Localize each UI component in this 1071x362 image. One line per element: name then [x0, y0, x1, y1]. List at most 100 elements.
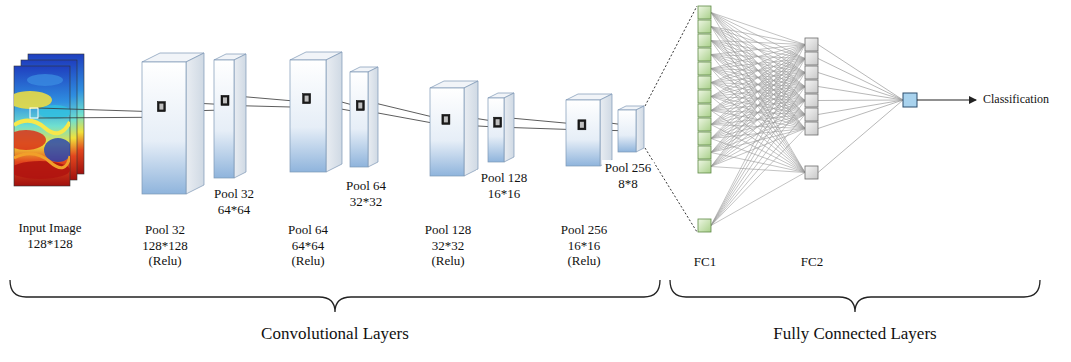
fc-brace — [670, 280, 1040, 312]
fc-connection — [711, 129, 805, 226]
fc1-unit — [698, 104, 711, 117]
block-front — [142, 62, 186, 194]
output-label: Classification — [982, 92, 1050, 106]
fc-connection — [711, 45, 805, 139]
fc1-unit — [698, 160, 711, 173]
fc2-unit — [805, 94, 818, 107]
fc1-unit — [698, 20, 711, 33]
fc-connection — [818, 45, 903, 101]
fc1-unit — [698, 118, 711, 131]
kernel-window — [444, 116, 448, 122]
conv-brace — [10, 280, 660, 312]
fc-connection — [818, 100, 903, 129]
fc-connection — [711, 115, 805, 226]
fc2-unit — [805, 52, 818, 65]
block-front — [618, 110, 636, 152]
layer-label: Pool 64 64*64 (Relu) — [276, 222, 340, 269]
fc1-unit — [698, 6, 711, 19]
layer-label: Pool 128 16*16 — [476, 170, 532, 201]
fc-connection — [818, 100, 903, 102]
block-front — [214, 60, 234, 178]
fc-connection — [711, 167, 805, 173]
layer-label: Pool 256 8*8 — [602, 160, 654, 191]
kernel-window — [159, 104, 163, 110]
fc-connection — [711, 45, 805, 111]
fc-label: FC2 — [800, 254, 824, 270]
fc-connection — [711, 45, 805, 167]
fc-connection — [711, 41, 805, 173]
block-front — [290, 60, 326, 172]
layer-label: Pool 256 16*16 (Relu) — [552, 222, 616, 269]
fc-connection — [711, 101, 805, 226]
fc-connection — [711, 59, 805, 226]
fc-connection — [711, 87, 805, 226]
layer-label: Pool 64 32*32 — [340, 178, 392, 209]
kernel-window — [30, 108, 38, 118]
fc1-unit — [698, 76, 711, 89]
block-front — [566, 100, 600, 166]
block-side — [504, 93, 514, 162]
fc-connection — [818, 100, 903, 173]
fc1-unit — [698, 90, 711, 103]
block-side — [186, 53, 204, 194]
fc-connection — [711, 45, 805, 83]
conv-blocks — [142, 52, 644, 194]
kernel-window — [221, 95, 229, 105]
flatten-line — [645, 6, 697, 106]
input-label: Input Image 128*128 — [8, 220, 92, 251]
fc-label: FC1 — [693, 254, 717, 270]
group-label: Convolutional Layers — [260, 324, 410, 344]
kernel-window — [578, 120, 586, 130]
fc1-unit — [698, 146, 711, 159]
layer-label: Pool 32 128*128 (Relu) — [133, 222, 197, 269]
fc2-unit — [805, 80, 818, 93]
fc-connection — [818, 87, 903, 101]
block-side — [600, 94, 612, 166]
fc-connection — [818, 100, 903, 115]
fc-units — [698, 6, 917, 232]
fc-connection — [818, 59, 903, 101]
kernel-window — [494, 117, 502, 127]
block-side — [636, 106, 644, 152]
fc-connection — [711, 115, 805, 167]
kernel-window — [305, 96, 309, 102]
block-front — [488, 98, 504, 162]
layer-label: Pool 32 64*64 — [208, 186, 260, 217]
fc-connection — [711, 129, 805, 167]
fc1-unit — [698, 34, 711, 47]
fc-connection — [818, 73, 903, 101]
input-heatmap — [6, 54, 84, 186]
fc-connections — [711, 13, 903, 226]
kernel-projections — [30, 6, 697, 232]
block-side — [368, 67, 378, 167]
fc-connection — [711, 73, 805, 226]
block-front — [430, 88, 464, 176]
fc2-unit — [805, 38, 818, 51]
fc-connection — [711, 45, 805, 226]
block-side — [464, 81, 478, 176]
fc2-unit — [805, 166, 818, 179]
kernel-window — [442, 114, 450, 124]
fc-connection — [711, 101, 805, 167]
kernel-window — [223, 97, 227, 103]
fc-connection — [711, 59, 805, 167]
fc2-unit — [805, 122, 818, 135]
fc-connection — [711, 173, 805, 226]
kernel-window — [580, 122, 584, 128]
kernel-window — [496, 119, 500, 125]
fc-connection — [711, 45, 805, 55]
fc1-unit — [698, 48, 711, 61]
fc-connection — [711, 87, 805, 167]
fc2-unit — [805, 108, 818, 121]
group-label: Fully Connected Layers — [772, 324, 937, 344]
kernel-window — [356, 101, 364, 111]
layer-label: Pool 128 32*32 (Relu) — [416, 222, 480, 269]
fc-connection — [711, 41, 805, 45]
block-side — [326, 52, 342, 172]
fc1-unit — [698, 219, 711, 232]
output-unit — [903, 93, 917, 107]
fc2-unit — [805, 66, 818, 79]
fc1-unit — [698, 62, 711, 75]
kernel-window — [358, 103, 362, 109]
